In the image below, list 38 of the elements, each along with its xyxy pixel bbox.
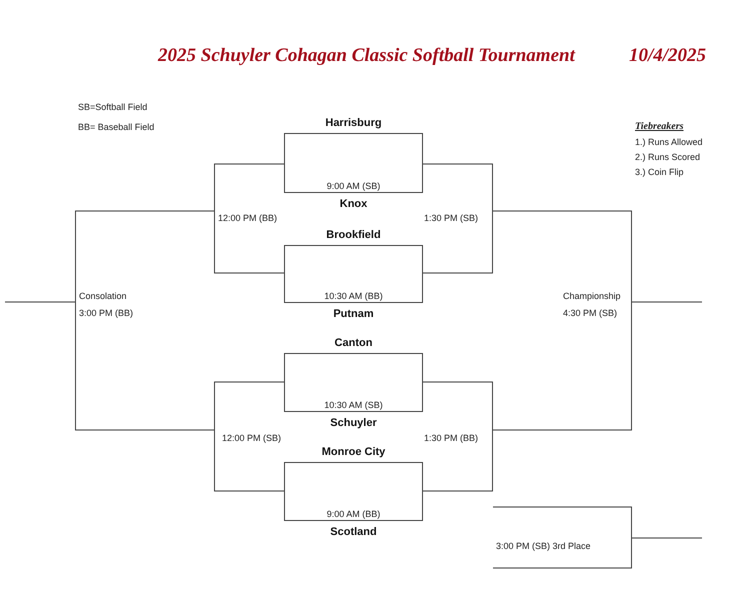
bracket-line [214, 272, 284, 274]
team-name: Putnam [332, 308, 375, 320]
game-time: 12:00 PM (SB) [222, 432, 282, 445]
round-label: 3:00 PM (SB) 3rd Place [496, 540, 592, 553]
bracket-line [422, 490, 494, 492]
round-label: Championship [563, 290, 622, 303]
game-time: 1:30 PM (BB) [423, 432, 478, 445]
legend-note: BB= Baseball Field [78, 122, 154, 132]
team-name: Monroe City [320, 446, 386, 458]
round-label: 3:00 PM (BB) [79, 307, 134, 320]
tiebreaker-item: 3.) Coin Flip [635, 167, 684, 177]
bracket-line [214, 490, 284, 492]
title: 2025 Schuyler Cohagan Classic Softball Tournament [158, 45, 575, 67]
team-name: Canton [334, 337, 374, 349]
game-time: 9:00 AM (SB) [326, 181, 382, 191]
game-time: 10:30 AM (SB) [323, 400, 384, 410]
team-name: Harrisburg [324, 117, 383, 129]
tiebreaker-item: 2.) Runs Scored [635, 152, 700, 162]
bracket-line [560, 211, 632, 430]
game-time: 10:30 AM (BB) [323, 291, 384, 301]
round-label: Consolation [79, 290, 128, 303]
tiebreakers-heading: Tiebreakers [635, 121, 684, 132]
team-name: Brookfield [325, 229, 382, 241]
bracket-line [74, 210, 214, 212]
game-time: 9:00 AM (BB) [326, 509, 382, 519]
bracket-line [492, 506, 632, 508]
date: 10/4/2025 [629, 45, 706, 67]
tiebreaker-item: 1.) Runs Allowed [635, 137, 703, 147]
bracket-line [422, 272, 494, 274]
round-label: 4:30 PM (SB) [563, 307, 618, 320]
team-name: Schuyler [329, 417, 378, 429]
legend-note: SB=Softball Field [78, 102, 148, 112]
team-name: Scotland [329, 526, 378, 538]
bracket-line [214, 382, 282, 491]
game-time: 1:30 PM (SB) [423, 212, 478, 225]
game-time: 12:00 PM (BB) [218, 212, 278, 225]
team-name: Knox [338, 198, 368, 210]
bracket-line [492, 210, 632, 212]
